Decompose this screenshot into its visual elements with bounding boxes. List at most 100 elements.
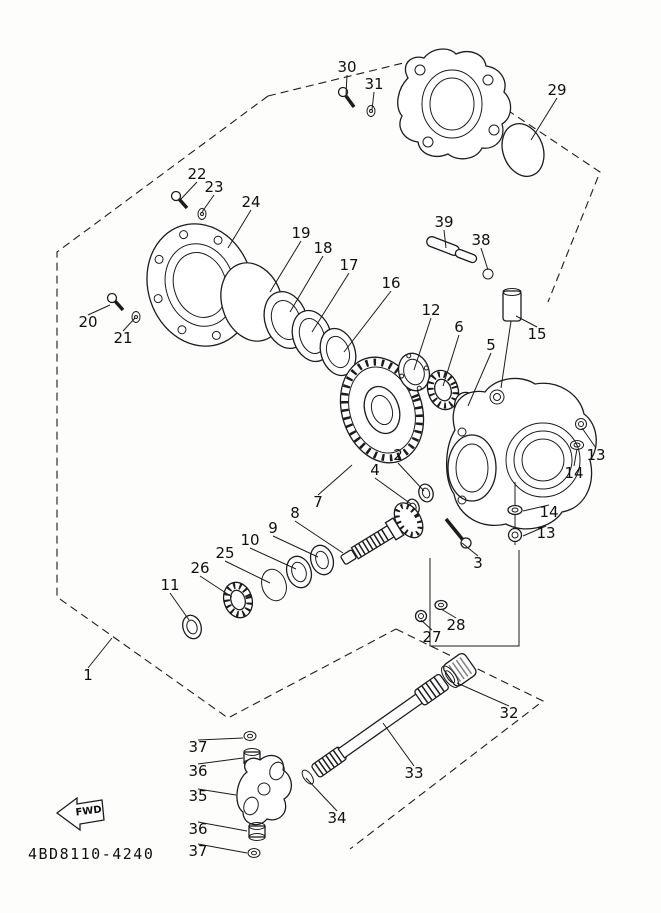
callout-leader-29 — [530, 97, 558, 141]
callout-leader-17 — [311, 272, 350, 333]
callout-label-21: 21 — [113, 329, 132, 347]
callout-leader-13a — [581, 427, 597, 449]
callout-label-30: 30 — [337, 58, 356, 76]
part-snap-ring-25 — [261, 568, 287, 602]
part-washer-28 — [434, 599, 448, 611]
callout-leader-34 — [305, 777, 338, 812]
callout-label-31: 31 — [364, 75, 383, 93]
callout-label-18: 18 — [313, 239, 332, 257]
part-coupling-sleeve-32 — [441, 653, 477, 688]
callout-label-9: 9 — [268, 519, 278, 537]
callout-label-37a: 37 — [188, 738, 207, 756]
callout-label-35: 35 — [188, 787, 207, 805]
callout-label-2: 2 — [393, 446, 403, 464]
callout-label-15: 15 — [527, 325, 546, 343]
callout-label-12: 12 — [421, 301, 440, 319]
part-bolt-22 — [170, 190, 189, 210]
callout-label-16: 16 — [381, 274, 400, 292]
callout-leader-38 — [480, 247, 489, 271]
part-breather-15 — [500, 288, 522, 389]
part-bearing-6 — [426, 369, 460, 411]
part-collar-11 — [182, 614, 202, 640]
part-gear-case — [446, 377, 597, 530]
callout-label-32: 32 — [499, 704, 518, 722]
part-clip-38 — [482, 268, 494, 280]
part-clip-37-top — [243, 731, 257, 741]
part-ring-34 — [301, 769, 314, 785]
part-washer-23 — [197, 208, 207, 220]
callout-label-34: 34 — [327, 809, 346, 827]
part-washer-9 — [309, 544, 335, 576]
callout-label-39: 39 — [434, 213, 453, 231]
part-washer-10 — [285, 555, 313, 589]
callout-leader-31 — [371, 91, 375, 111]
part-nut-13-lower — [507, 527, 523, 543]
part-bearing-cap-36-bottom — [248, 822, 266, 841]
callout-leader-37b — [197, 843, 248, 854]
callout-label-20: 20 — [78, 313, 97, 331]
callout-label-26: 26 — [190, 559, 209, 577]
callout-label-27: 27 — [422, 628, 441, 646]
callout-leader-28 — [440, 608, 457, 619]
callout-label-11: 11 — [160, 576, 179, 594]
part-washer-21 — [131, 311, 141, 323]
callout-leader-8 — [294, 520, 344, 554]
callout-leader-21 — [122, 317, 136, 332]
part-pin-39 — [426, 236, 478, 264]
callout-label-3: 3 — [473, 554, 483, 572]
part-bolt-20 — [106, 292, 125, 312]
callout-leader-20 — [87, 304, 111, 316]
callout-leader-4 — [374, 477, 412, 505]
callout-leader-1 — [87, 637, 113, 669]
callout-leader-11 — [169, 592, 190, 621]
callout-label-36a: 36 — [188, 762, 207, 780]
callout-leader-37a — [197, 737, 244, 741]
callout-leader-26 — [199, 575, 233, 598]
callout-leader-9 — [272, 535, 319, 558]
callout-label-22: 22 — [187, 165, 206, 183]
callout-label-7: 7 — [313, 493, 323, 511]
callout-label-29: 29 — [547, 81, 566, 99]
part-shim-16 — [319, 327, 357, 377]
callout-leader-13b — [522, 525, 547, 537]
fwd-arrow-label: FWD — [75, 804, 102, 818]
bracket-lines — [429, 550, 520, 647]
callout-leader-27 — [420, 619, 433, 631]
callout-label-8: 8 — [290, 504, 300, 522]
callout-label-14a: 14 — [564, 464, 583, 482]
callout-label-25: 25 — [215, 544, 234, 562]
callout-label-14b: 14 — [539, 503, 558, 521]
callout-leader-7 — [317, 464, 353, 496]
callout-label-19: 19 — [291, 224, 310, 242]
callout-label-23: 23 — [204, 178, 223, 196]
callout-label-24: 24 — [241, 193, 260, 211]
callout-leader-35 — [197, 788, 237, 796]
part-bearing-26 — [222, 581, 254, 619]
callout-label-4: 4 — [370, 461, 380, 479]
callout-label-28: 28 — [446, 616, 465, 634]
callout-leader-36a — [197, 757, 244, 765]
callout-label-37b: 37 — [188, 842, 207, 860]
part-drive-shaft-33 — [301, 653, 477, 785]
callout-leader-36b — [197, 821, 248, 832]
callout-leader-10 — [249, 547, 297, 570]
callout-leader-19 — [269, 240, 302, 293]
part-nut-13-right — [575, 418, 587, 430]
part-clip-37-bottom — [247, 848, 261, 858]
part-bearing-housing — [397, 48, 512, 160]
callout-leader-18 — [289, 255, 324, 313]
callout-label-33: 33 — [404, 764, 423, 782]
callout-leader-12 — [413, 317, 432, 371]
callout-leader-14b — [522, 504, 550, 512]
part-nut-27 — [414, 609, 428, 623]
callout-leader-15 — [515, 315, 538, 328]
part-pinion-shaft-8 — [340, 502, 424, 565]
callout-leader-14a — [573, 448, 578, 467]
callout-leader-2 — [397, 462, 425, 492]
fwd-arrow-icon: FWD — [55, 796, 105, 832]
part-retainer-12 — [397, 352, 431, 392]
callout-leader-16 — [343, 290, 392, 353]
